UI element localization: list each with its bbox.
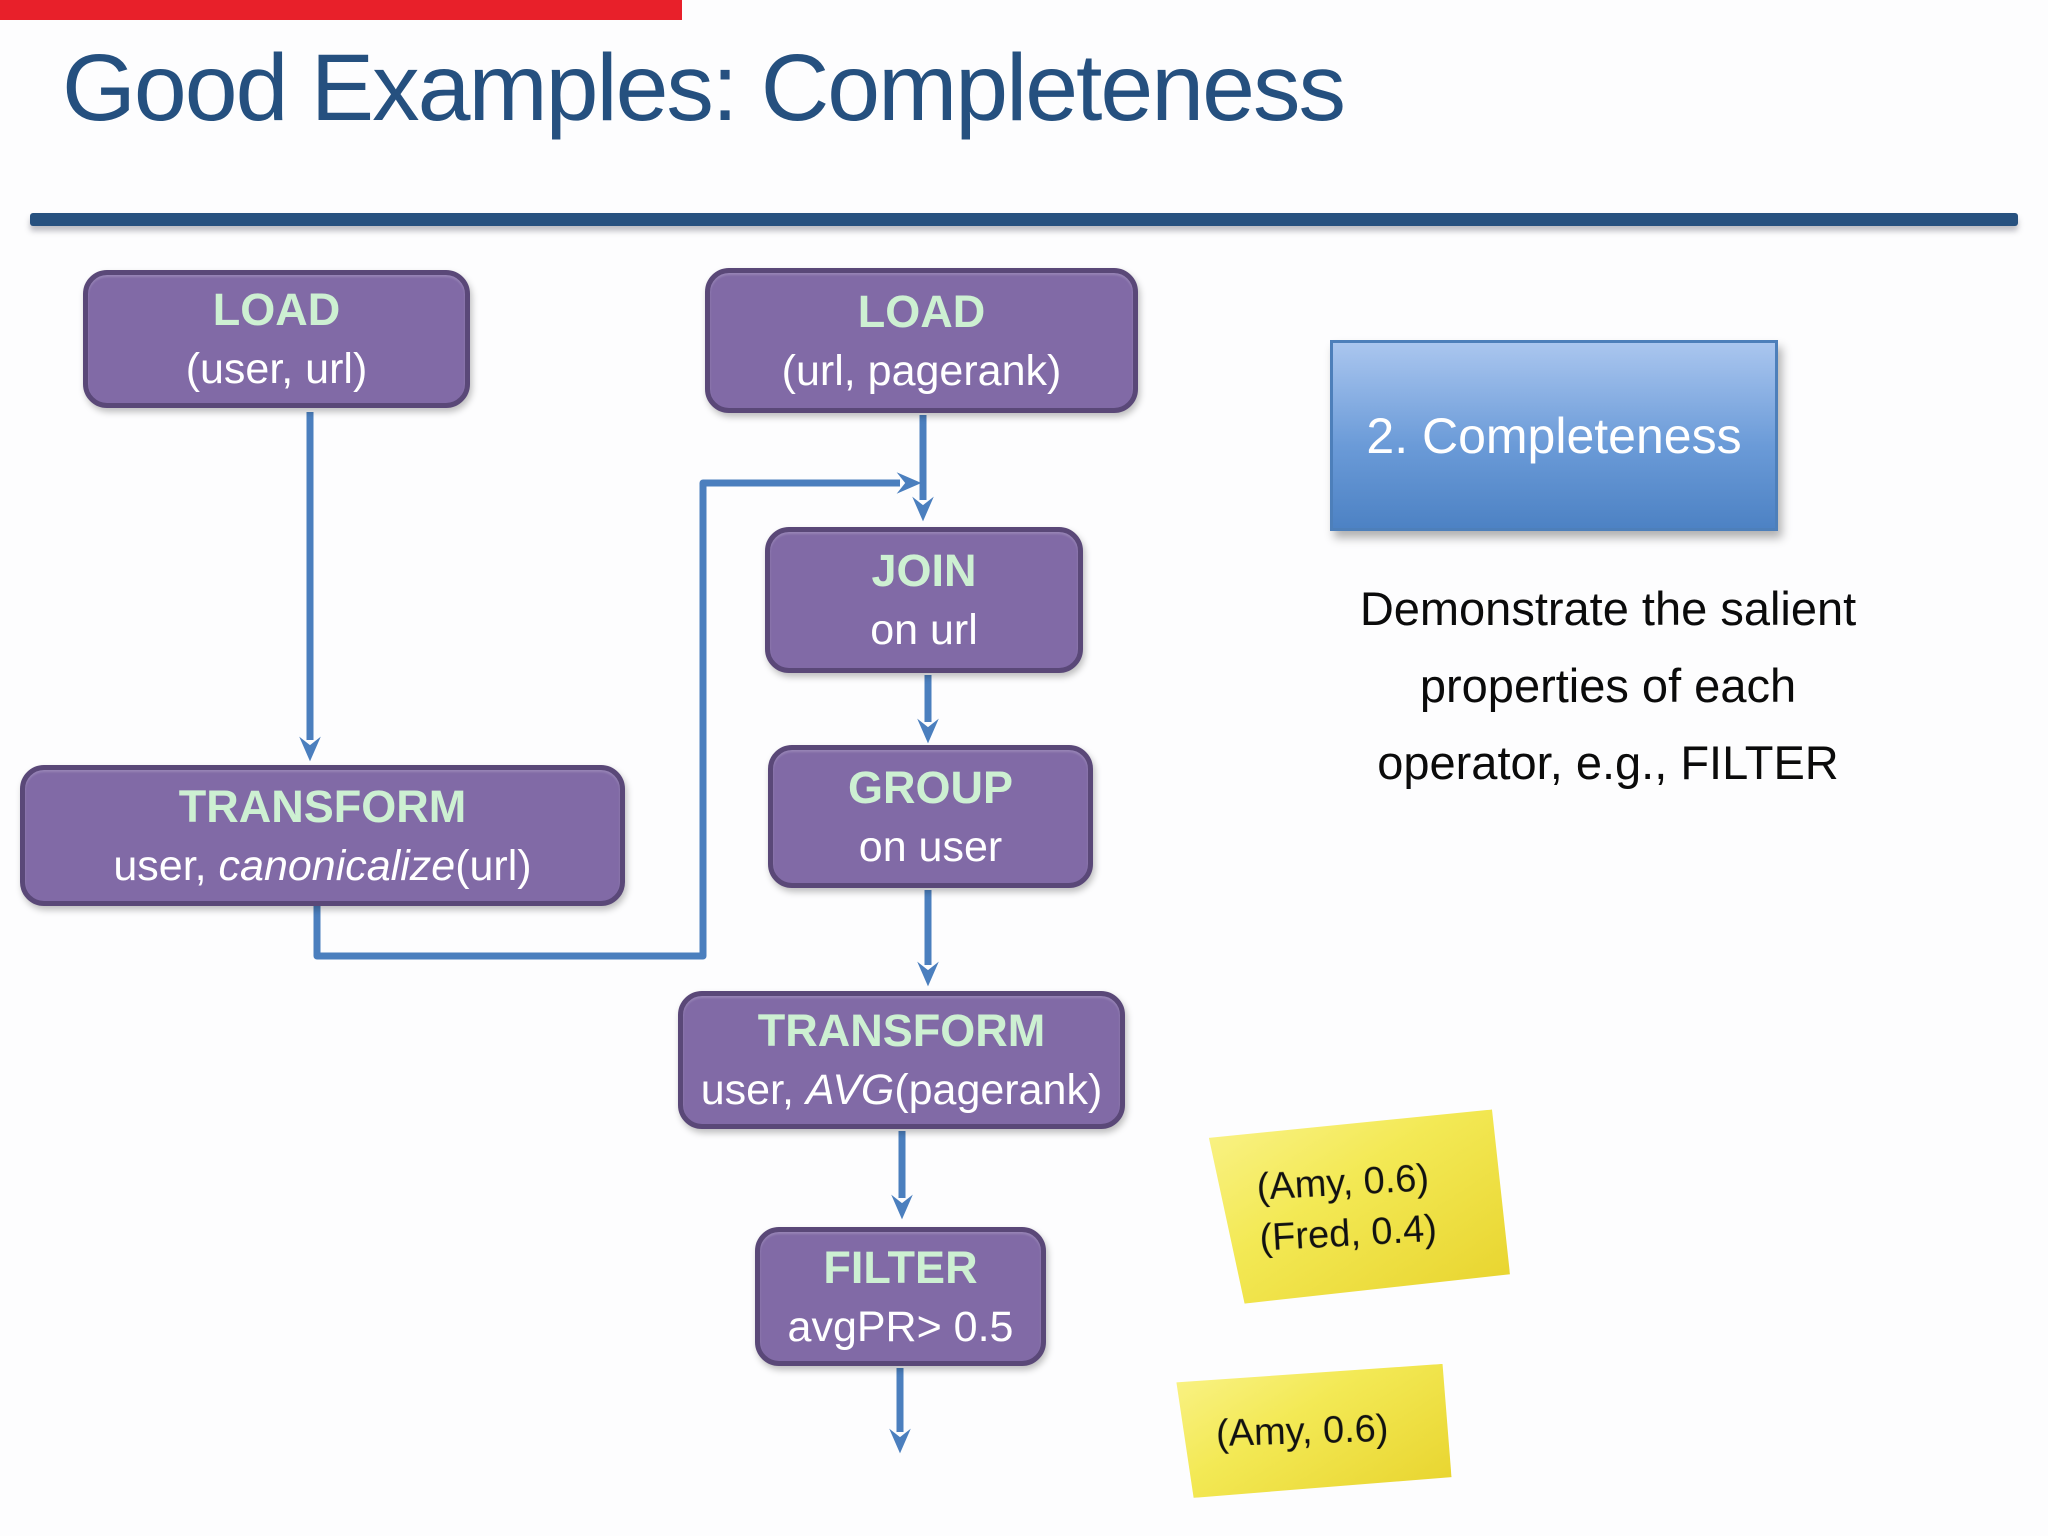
- completeness-callout: 2. Completeness: [1330, 340, 1778, 531]
- node-detail-label: on url: [870, 606, 978, 654]
- node-operator-label: LOAD: [857, 285, 986, 337]
- node-load-user-url: LOAD (user, url): [83, 270, 470, 408]
- node-transform-canonicalize: TRANSFORM user, canonicalize(url): [20, 765, 625, 906]
- node-transform-avg: TRANSFORM user, AVG(pagerank): [678, 991, 1125, 1129]
- sticky-note-amy: (Amy, 0.6): [1176, 1364, 1452, 1498]
- video-progress-bar[interactable]: [0, 0, 682, 20]
- slide-title: Good Examples: Completeness: [62, 35, 1346, 141]
- description-line: operator, e.g., FILTER: [1377, 736, 1839, 789]
- node-detail-label: user, canonicalize(url): [113, 841, 532, 890]
- node-operator-label: GROUP: [847, 761, 1013, 813]
- node-operator-label: FILTER: [823, 1241, 978, 1293]
- callout-label: 2. Completeness: [1366, 407, 1742, 464]
- node-join: JOIN on url: [765, 527, 1083, 673]
- description-text: Demonstrate the salient properties of ea…: [1268, 570, 1948, 801]
- node-operator-label: TRANSFORM: [178, 780, 467, 832]
- description-line: Demonstrate the salient: [1359, 582, 1857, 635]
- sticky-note-amy-fred: (Amy, 0.6) (Fred, 0.4): [1208, 1109, 1511, 1305]
- node-load-url-pagerank: LOAD (url, pagerank): [705, 268, 1138, 413]
- node-detail-label: (url, pagerank): [781, 346, 1062, 395]
- node-filter: FILTER avgPR> 0.5: [755, 1227, 1046, 1366]
- node-detail-label: on user: [858, 822, 1003, 871]
- node-operator-label: LOAD: [212, 284, 341, 335]
- arrow-transform1-to-join-connector: [313, 472, 922, 960]
- title-underline: [30, 213, 2018, 226]
- node-detail-label: user, AVG(pagerank): [700, 1066, 1103, 1114]
- node-operator-label: TRANSFORM: [757, 1005, 1046, 1056]
- node-operator-label: JOIN: [871, 545, 977, 596]
- description-line: properties of each: [1419, 659, 1797, 712]
- node-detail-label: (user, url): [185, 345, 368, 393]
- node-detail-label: avgPR> 0.5: [787, 1302, 1014, 1351]
- sticky-note-line: (Amy, 0.6): [1215, 1407, 1390, 1456]
- node-group: GROUP on user: [768, 745, 1093, 888]
